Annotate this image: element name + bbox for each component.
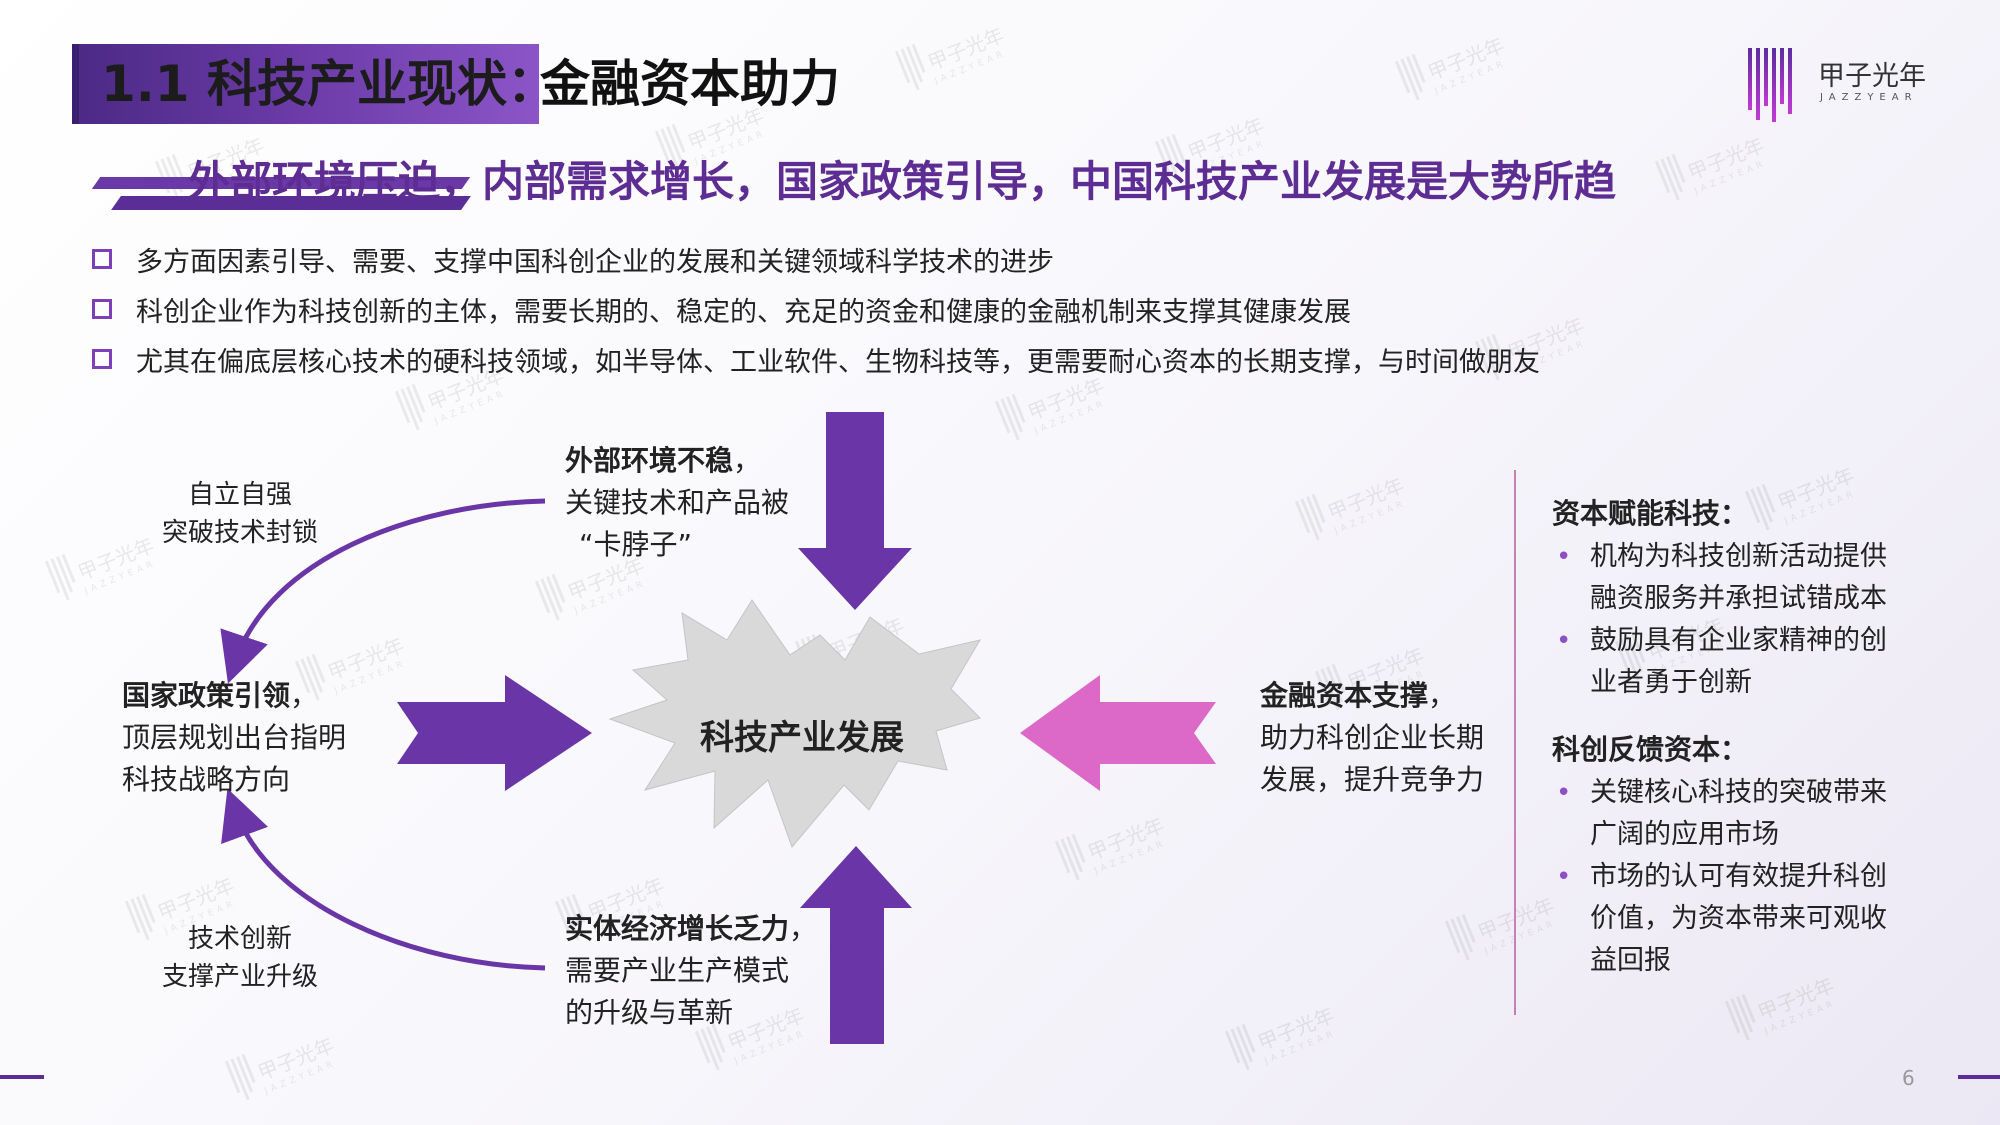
footer-line-left <box>0 1075 44 1079</box>
logo-bars-icon <box>1748 48 1792 122</box>
logo-text-en: JAZZYEAR <box>1820 92 1918 103</box>
bullet-item: 多方面因素引导、需要、支撑中国科创企业的发展和关键领域科学技术的进步 <box>92 234 1792 284</box>
bullet-list: 多方面因素引导、需要、支撑中国科创企业的发展和关键领域科学技术的进步 科创企业作… <box>92 234 1792 384</box>
square-bullet-icon <box>92 349 112 369</box>
logo-text-cn: 甲子光年 <box>1818 61 1926 92</box>
bullet-item: 尤其在偏底层核心技术的硬科技领域，如半导体、工业软件、生物科技等，更需要耐心资本… <box>92 334 1792 384</box>
starburst-shape <box>608 599 982 848</box>
diagram-center-label: 科技产业发展 <box>700 718 904 758</box>
bullet-item: 科创企业作为科技创新的主体，需要长期的、稳定的、充足的资金和健康的金融机制来支撑… <box>92 284 1792 334</box>
panel-divider <box>1514 470 1516 1015</box>
arrow-right-shape <box>397 675 592 791</box>
page-title: 金融资本助力 <box>540 55 840 113</box>
curved-arrow-top <box>220 498 546 684</box>
panel-heading: 科创反馈资本： <box>1552 733 1749 766</box>
factor-right: 金融资本支撑， 助力科创企业长期 发展，提升竞争力 <box>1260 679 1485 796</box>
panel-bullet: • 机构为科技创新活动提供融资服务并承担试错成本 <box>1556 541 1887 614</box>
factor-bottom: 实体经济增长乏力， 需要产业生产模式 的升级与革新 <box>565 912 818 1029</box>
arrow-left-shape <box>1020 675 1216 791</box>
panel-heading: 资本赋能科技： <box>1552 497 1749 530</box>
factor-left: 国家政策引领， 顶层规划出台指明 科技战略方向 <box>122 679 347 796</box>
curved-arrow-bottom <box>221 788 546 971</box>
brand-logo: 甲子光年 JAZZYEAR <box>1748 48 1938 122</box>
page-number: 6 <box>1902 1066 1915 1090</box>
panel-bullet: • 市场的认可有效提升科创价值，为资本带来可观收益回报 <box>1556 861 1887 976</box>
arrow-up-shape <box>800 846 912 1044</box>
subtitle: 外部环境压迫，内部需求增长，国家政策引导，中国科技产业发展是大势所趋 <box>188 157 1617 206</box>
square-bullet-icon <box>92 249 112 269</box>
arrow-down-shape <box>798 412 912 610</box>
panel-bullet: • 关键核心科技的突破带来广阔的应用市场 <box>1556 777 1887 850</box>
footer-line-right <box>1958 1075 2000 1079</box>
factor-top: 外部环境不稳， 关键技术和产品被 “卡脖子” <box>565 444 790 561</box>
square-bullet-icon <box>92 299 112 319</box>
panel-bullet: • 鼓励具有企业家精神的创业者勇于创新 <box>1556 625 1887 698</box>
title-highlight-box: 1.1 科技产业现状： <box>72 44 557 124</box>
curve-label-bottom: 技术创新 支撑产业升级 <box>161 924 318 992</box>
curve-label-top: 自立自强 突破技术封锁 <box>161 480 318 548</box>
page-title-prefix: 1.1 科技产业现状： <box>101 55 557 113</box>
side-panel: 资本赋能科技： • 机构为科技创新活动提供融资服务并承担试错成本 • 鼓励具有企… <box>1552 492 1972 982</box>
